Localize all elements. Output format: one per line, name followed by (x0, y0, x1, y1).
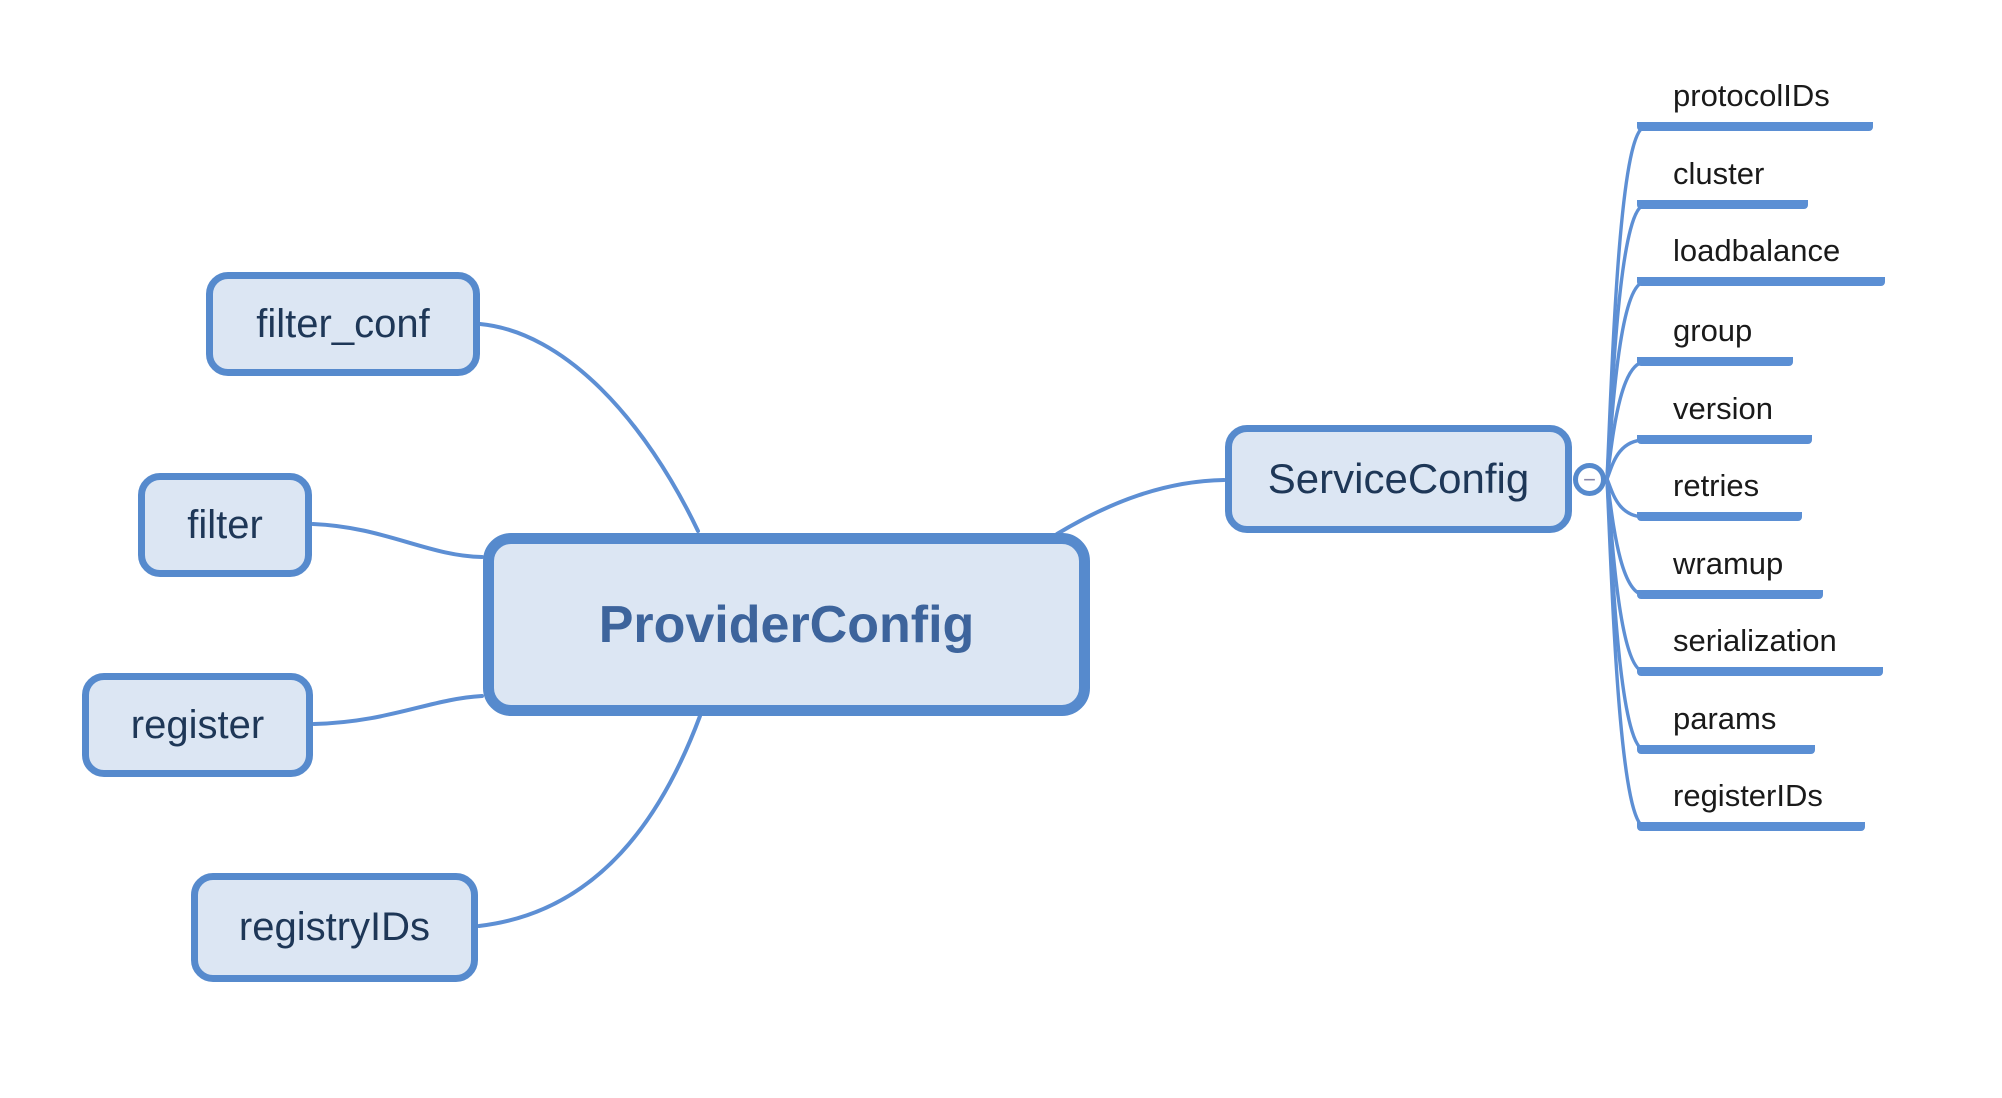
leaf-cluster-label: cluster (1673, 156, 1765, 191)
node-filter[interactable]: filter (138, 473, 312, 577)
collapse-button[interactable]: − (1573, 463, 1606, 496)
leaf-retries[interactable]: retries (1637, 467, 1802, 521)
leaf-registerids-label: registerIDs (1673, 778, 1823, 813)
leaf-cluster[interactable]: cluster (1637, 155, 1808, 209)
leaf-protocolids[interactable]: protocolIDs (1637, 77, 1873, 131)
node-registryids[interactable]: registryIDs (191, 873, 478, 982)
node-providerconfig[interactable]: ProviderConfig (483, 533, 1090, 716)
leaf-loadbalance-label: loadbalance (1673, 233, 1841, 268)
leaf-wramup[interactable]: wramup (1637, 545, 1823, 599)
node-filter-conf[interactable]: filter_conf (206, 272, 480, 376)
edge-provider-serviceconfig (1055, 478, 1226, 536)
node-serviceconfig-label: ServiceConfig (1267, 455, 1530, 502)
leaf-params[interactable]: params (1637, 700, 1815, 754)
node-filter-label: filter (187, 502, 263, 547)
edge-provider-registryids (477, 714, 702, 928)
leaf-serialization[interactable]: serialization (1637, 622, 1883, 676)
node-serviceconfig[interactable]: ServiceConfig (1225, 425, 1572, 533)
leaf-serialization-label: serialization (1673, 623, 1837, 658)
edge-provider-filter-conf (478, 322, 700, 533)
leaf-version-label: version (1673, 391, 1773, 426)
minus-icon: − (1583, 466, 1596, 492)
node-register-label: register (130, 702, 265, 747)
leaf-group-label: group (1673, 313, 1753, 348)
leaf-loadbalance[interactable]: loadbalance (1637, 232, 1885, 286)
node-filter-conf-label: filter_conf (256, 301, 430, 346)
leaf-protocolids-label: protocolIDs (1673, 78, 1830, 113)
node-providerconfig-label: ProviderConfig (598, 595, 975, 654)
node-registryids-label: registryIDs (238, 905, 431, 949)
leaf-version[interactable]: version (1637, 390, 1812, 444)
edge-provider-register (312, 694, 484, 726)
leaf-retries-label: retries (1673, 468, 1760, 503)
leaf-params-label: params (1673, 701, 1777, 736)
leaf-group[interactable]: group (1637, 312, 1793, 366)
node-register[interactable]: register (82, 673, 313, 777)
edge-provider-filter (311, 522, 484, 559)
leaf-registerids[interactable]: registerIDs (1637, 777, 1865, 831)
leaf-wramup-label: wramup (1673, 546, 1784, 581)
